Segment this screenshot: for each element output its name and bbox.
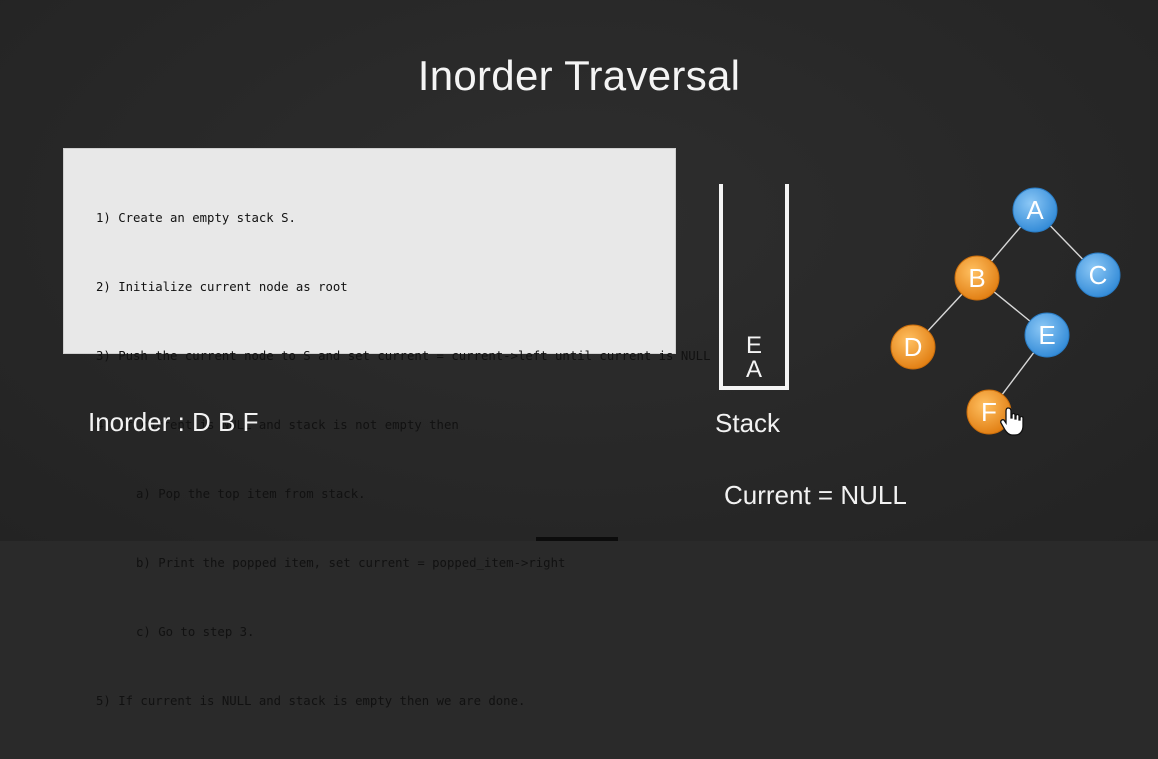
algorithm-step: 5) If current is NULL and stack is empty… <box>96 694 526 708</box>
algorithm-step: 3) Push the current node to S and set cu… <box>96 349 711 363</box>
stack-item-bottom: A <box>745 356 762 383</box>
inorder-output: Inorder : D B F <box>88 407 259 437</box>
tree-node-E: E <box>1024 312 1070 358</box>
algorithm-step: 4) If current is NULL and stack is not e… <box>96 418 459 432</box>
tree-node-label: D <box>904 332 923 362</box>
slide: Inorder Traversal 1) Create an empty sta… <box>0 0 1158 708</box>
stack-item-top: E <box>745 332 762 359</box>
current-pointer: Current = NULL <box>724 480 907 510</box>
algorithm-box: 1) Create an empty stack S. 2) Initializ… <box>63 148 710 708</box>
stack-container: E A <box>719 184 789 390</box>
tree-node-label: B <box>968 263 985 293</box>
tree-node-C: C <box>1075 252 1121 298</box>
algorithm-step: 2) Initialize current node as root <box>96 280 348 294</box>
tree-node-label: A <box>1026 195 1044 225</box>
binary-tree: A B C D E F <box>890 187 1121 436</box>
tree-node-label: C <box>1089 260 1108 290</box>
tree-node-F: F <box>966 389 1012 435</box>
tree-node-D: D <box>890 324 936 370</box>
tree-node-label: F <box>981 397 997 427</box>
stack-label: Stack <box>715 408 781 438</box>
tree-node-label: E <box>1038 320 1055 350</box>
algorithm-step: 1) Create an empty stack S. <box>96 211 296 225</box>
slide-title: Inorder Traversal <box>417 52 741 99</box>
algorithm-substep: a) Pop the top item from stack. <box>136 487 366 501</box>
progress-bar <box>536 537 618 541</box>
tree-node-A: A <box>1012 187 1058 233</box>
tree-node-B: B <box>954 255 1000 301</box>
algorithm-substep: c) Go to step 3. <box>136 625 255 639</box>
hand-cursor-icon <box>1000 407 1024 436</box>
algorithm-substep: b) Print the popped item, set current = … <box>136 556 566 570</box>
